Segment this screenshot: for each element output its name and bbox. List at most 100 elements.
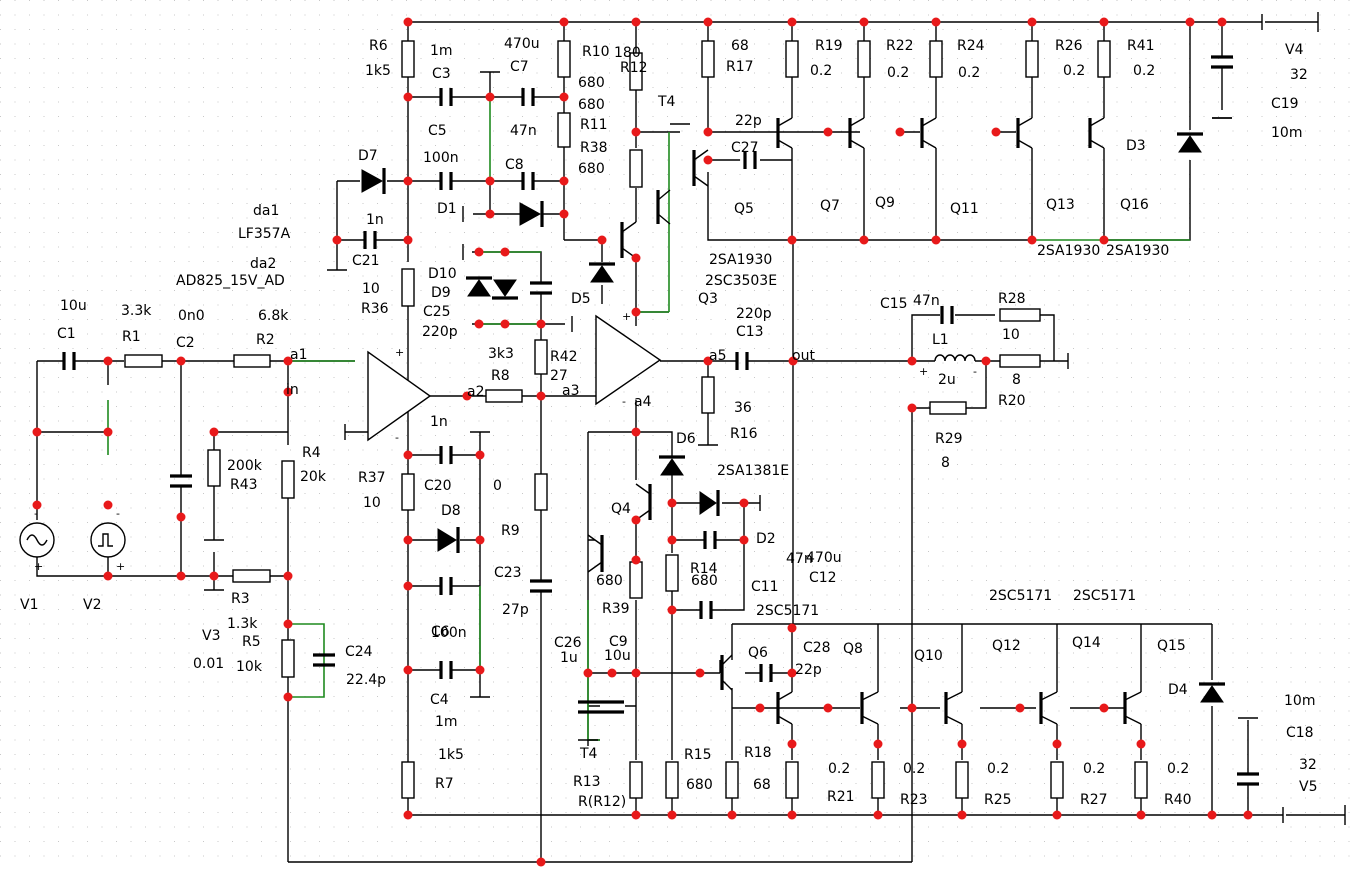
label-12: R19 [815, 38, 843, 54]
label-8: 180 [614, 45, 641, 61]
label-92: a4 [634, 394, 652, 410]
label-151: C4 [430, 692, 449, 708]
label-102: R43 [230, 477, 258, 493]
diode-d5 [589, 262, 615, 283]
label-51: 2SA1930 [1037, 243, 1100, 259]
resistor-r10 [557, 40, 571, 78]
label-152: C18 [1286, 725, 1314, 741]
junction-node [176, 356, 186, 366]
capacitor-c4 [439, 661, 453, 679]
capacitor-c3 [439, 88, 453, 106]
junction-node [283, 356, 293, 366]
resistor-r19 [785, 40, 799, 78]
junction-node [907, 403, 917, 413]
junction-node [103, 427, 113, 437]
junction-node [1099, 703, 1109, 713]
junction-node [787, 17, 797, 27]
junction-node [1015, 703, 1025, 713]
junction-node [103, 500, 113, 510]
label-136: Q6 [748, 645, 768, 661]
label-1: 1k5 [365, 63, 391, 79]
capacitor-c5 [439, 172, 453, 190]
label-81: L1 [932, 332, 949, 348]
source-v1 [19, 522, 55, 558]
label-91: R20 [998, 393, 1026, 409]
label-36: 100n [423, 150, 459, 166]
label-133: C26 [554, 635, 582, 651]
resistor-r24 [929, 40, 943, 78]
label-75: R1 [122, 329, 141, 345]
junction-node [403, 17, 413, 27]
resistor-r26 [1025, 40, 1039, 78]
junction-node [703, 155, 713, 165]
label-94: 1n [430, 414, 448, 430]
label-167: R7 [435, 776, 454, 792]
label-99: 200k [227, 458, 263, 474]
label-60: C25 [423, 304, 451, 320]
label-166: 68 [753, 777, 771, 793]
resistor-r16 [701, 376, 715, 414]
label-85: R8 [491, 368, 510, 384]
label-69: 0n0 [178, 308, 205, 324]
label-72: C13 [736, 324, 764, 340]
label-146: 10k [236, 659, 263, 675]
label-47: LF357A [238, 226, 291, 242]
label-80: R42 [550, 349, 578, 365]
resistor-r11 [557, 112, 571, 148]
label-132: R5 [242, 634, 261, 650]
junction-node [176, 512, 186, 522]
junction-node [957, 739, 967, 749]
label-5: C7 [510, 59, 529, 75]
label-128: 1.3k [227, 616, 258, 632]
diode-d9 [492, 279, 518, 300]
label-165: 680 [686, 777, 713, 793]
capacitor-c20 [439, 446, 453, 464]
label-31: R38 [580, 140, 608, 156]
label-79: 3k3 [488, 346, 514, 362]
junction-node [981, 356, 991, 366]
label-14: R22 [886, 38, 914, 54]
resistor-r6 [401, 40, 415, 78]
junction-node [559, 176, 569, 186]
transistor-bases [600, 118, 1127, 724]
label-67: 10u [60, 298, 87, 314]
junction-node [631, 427, 641, 437]
label-162: 0.2 [1167, 761, 1189, 777]
junction-node [462, 391, 472, 401]
label-171: R23 [900, 792, 928, 808]
junction-node [1027, 235, 1037, 245]
label-110: R9 [501, 523, 520, 539]
svg-text:-: - [34, 507, 38, 520]
junction-node [1136, 739, 1146, 749]
label-55: 2SC3503E [705, 273, 777, 289]
label-156: R15 [684, 747, 712, 763]
capacitor-c27 [743, 151, 757, 169]
label-95: R29 [935, 431, 963, 447]
junction-node [787, 235, 797, 245]
junction-node [485, 176, 495, 186]
junction-node [787, 810, 797, 820]
resistor-r36 [401, 268, 415, 307]
junction-node [500, 247, 510, 257]
resistor-r3 [232, 569, 271, 583]
resistor-r9 [534, 473, 548, 511]
label-65: 47n [913, 293, 940, 309]
label-109: D8 [441, 503, 461, 519]
junction-node [536, 319, 546, 329]
label-129: V3 [202, 628, 220, 644]
resistor-r22 [857, 40, 871, 78]
svg-text:+: + [116, 560, 125, 573]
label-49: C21 [352, 253, 380, 269]
junction-node [667, 810, 677, 820]
capacitor-c12 [703, 531, 717, 549]
junction-node [1027, 17, 1037, 27]
resistor-r15 [665, 761, 679, 799]
transistor-legs [587, 117, 1142, 725]
junction-node [209, 571, 219, 581]
label-6: R10 [582, 44, 610, 60]
label-59: Q3 [698, 291, 718, 307]
label-149: D4 [1168, 682, 1188, 698]
junction-node [788, 356, 798, 366]
svg-text:+: + [395, 346, 404, 359]
